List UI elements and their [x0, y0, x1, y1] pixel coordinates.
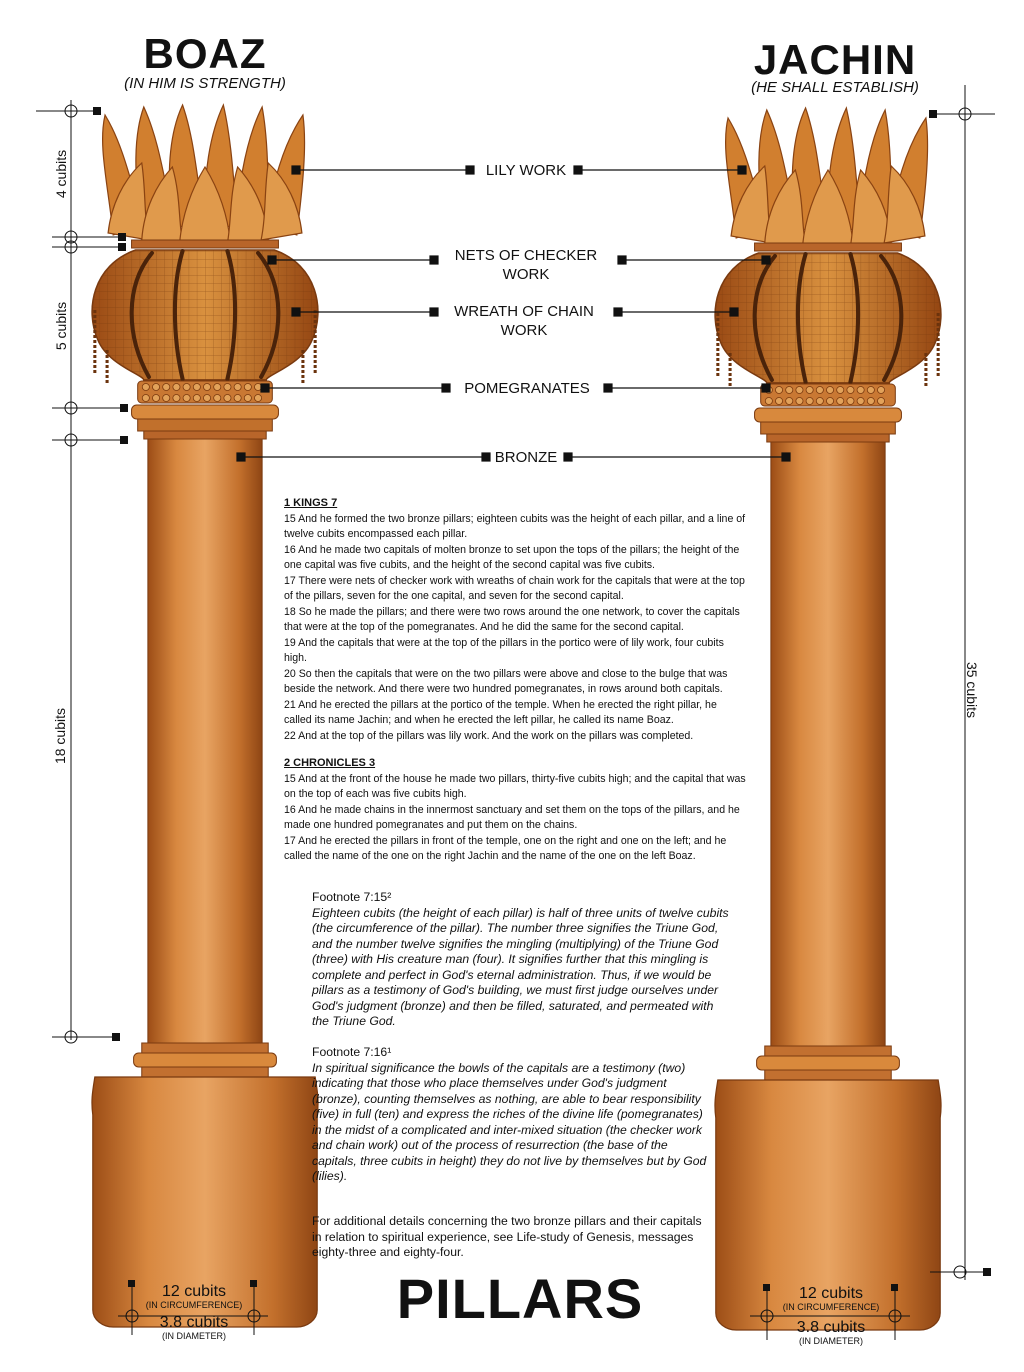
- footer-title: PILLARS: [396, 1267, 644, 1330]
- diameter-value: 3.8 cubits: [796, 1319, 866, 1336]
- additional-note: For additional details concerning the tw…: [312, 1214, 702, 1259]
- kings-verse: 18 So he made the pillars; and there wer…: [284, 605, 740, 634]
- chronicles-verse: 16 And he made chains in the innermost s…: [284, 803, 740, 832]
- jachin-base-measurements: 12 cubits (IN CIRCUMFERENCE) 3.8 cubits …: [767, 1285, 895, 1347]
- jachin-meaning: (HE SHALL ESTABLISH): [751, 79, 919, 96]
- diameter-value: 3.8 cubits: [159, 1314, 229, 1331]
- label-nets-line2: WORK: [502, 266, 550, 283]
- label-nets-of-checker-work: NETS OF CHECKER WORK: [440, 246, 612, 284]
- chronicles-verse: 15 And at the front of the house he made…: [284, 772, 746, 801]
- circumference-value: 12 cubits: [798, 1285, 864, 1302]
- footnote-7-15: Footnote 7:15² Eighteen cubits (the heig…: [312, 890, 732, 1030]
- footnote-body: Eighteen cubits (the height of each pill…: [312, 905, 729, 1029]
- kings-verse: 17 There were nets of checker work with …: [284, 574, 745, 603]
- circumference-note: (IN CIRCUMFERENCE): [782, 1302, 880, 1312]
- kings-verse: 15 And he formed the two bronze pillars;…: [284, 512, 746, 541]
- label-pomegranates: POMEGRANATES: [464, 380, 590, 397]
- boaz-base-measurements: 12 cubits (IN CIRCUMFERENCE) 3.8 cubits …: [130, 1283, 258, 1342]
- label-wreath-of-chain-work: WREATH OF CHAIN WORK: [440, 302, 608, 340]
- boaz-meaning: (IN HIM IS STRENGTH): [124, 75, 286, 92]
- circumference-value: 12 cubits: [161, 1283, 227, 1300]
- kings-verse: 22 And at the top of the pillars was lil…: [284, 729, 694, 742]
- footnote-7-16: Footnote 7:16¹ In spiritual significance…: [312, 1045, 712, 1185]
- dim-lily-4-cubits: 4 cubits: [53, 149, 69, 199]
- diameter-note: (IN DIAMETER): [799, 1336, 863, 1346]
- scripture-text: 1 KINGS 7 15 And he formed the two bronz…: [284, 496, 746, 865]
- boaz-title: BOAZ: [143, 30, 267, 77]
- kings-verse: 20 So then the capitals that were on the…: [284, 667, 728, 696]
- kings-verse: 21 And he erected the pillars at the por…: [284, 698, 717, 727]
- label-bronze: BRONZE: [494, 449, 558, 466]
- footnote-heading: Footnote 7:16¹: [312, 1045, 392, 1059]
- dim-total-35-cubits: 35 cubits: [964, 661, 980, 719]
- dim-shaft-18-cubits: 18 cubits: [52, 707, 68, 765]
- label-wreath-line2: WORK: [500, 322, 548, 339]
- kings-verse: 19 And the capitals that were at the top…: [284, 636, 724, 665]
- kings-verse: 16 And he made two capitals of molten br…: [284, 543, 740, 572]
- label-lily-work: LILY WORK: [485, 162, 567, 179]
- diameter-note: (IN DIAMETER): [162, 1331, 226, 1341]
- chronicles-heading: 2 CHRONICLES 3: [284, 757, 376, 769]
- footnote-body: In spiritual significance the bowls of t…: [312, 1060, 707, 1184]
- circumference-note: (IN CIRCUMFERENCE): [145, 1300, 243, 1310]
- footnote-heading: Footnote 7:15²: [312, 890, 392, 904]
- kings-heading: 1 KINGS 7: [284, 497, 338, 509]
- label-nets-line1: NETS OF CHECKER: [454, 247, 598, 264]
- jachin-title: JACHIN: [753, 36, 917, 83]
- dim-capital-5-cubits: 5 cubits: [53, 301, 69, 351]
- chronicles-verse: 17 And he erected the pillars in front o…: [284, 834, 727, 863]
- label-wreath-line1: WREATH OF CHAIN: [454, 303, 594, 320]
